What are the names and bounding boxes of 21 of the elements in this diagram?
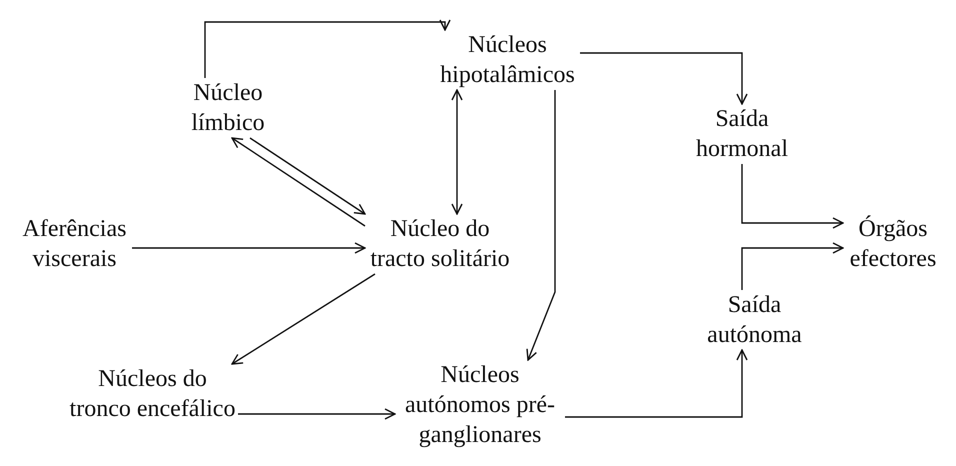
node-label: Órgãos efectores [843,214,943,274]
node-label: Saída autónoma [702,290,807,350]
node-label: Núcleos do tronco encefálico [67,364,238,424]
node-label: Núcleo do tracto solitário [365,214,515,274]
arrow [132,242,366,254]
arrow [741,242,844,290]
arrow [231,273,376,365]
node-label: Núcleos hipotalâmicos [435,30,580,90]
arrow [250,137,366,215]
arrow [741,164,844,229]
arrow [451,89,463,215]
node-label: Núcleo límbico [183,78,273,138]
node-label: Aferências viscerais [17,214,132,274]
arrow [526,90,556,361]
arrow [231,137,366,227]
arrow [580,52,748,105]
arrow [238,408,396,420]
arrow [565,349,748,418]
node-label: Núcleos autónomos pré-ganglionares [395,360,565,450]
node-label: Saída hormonal [692,104,792,164]
arrow [204,19,451,78]
